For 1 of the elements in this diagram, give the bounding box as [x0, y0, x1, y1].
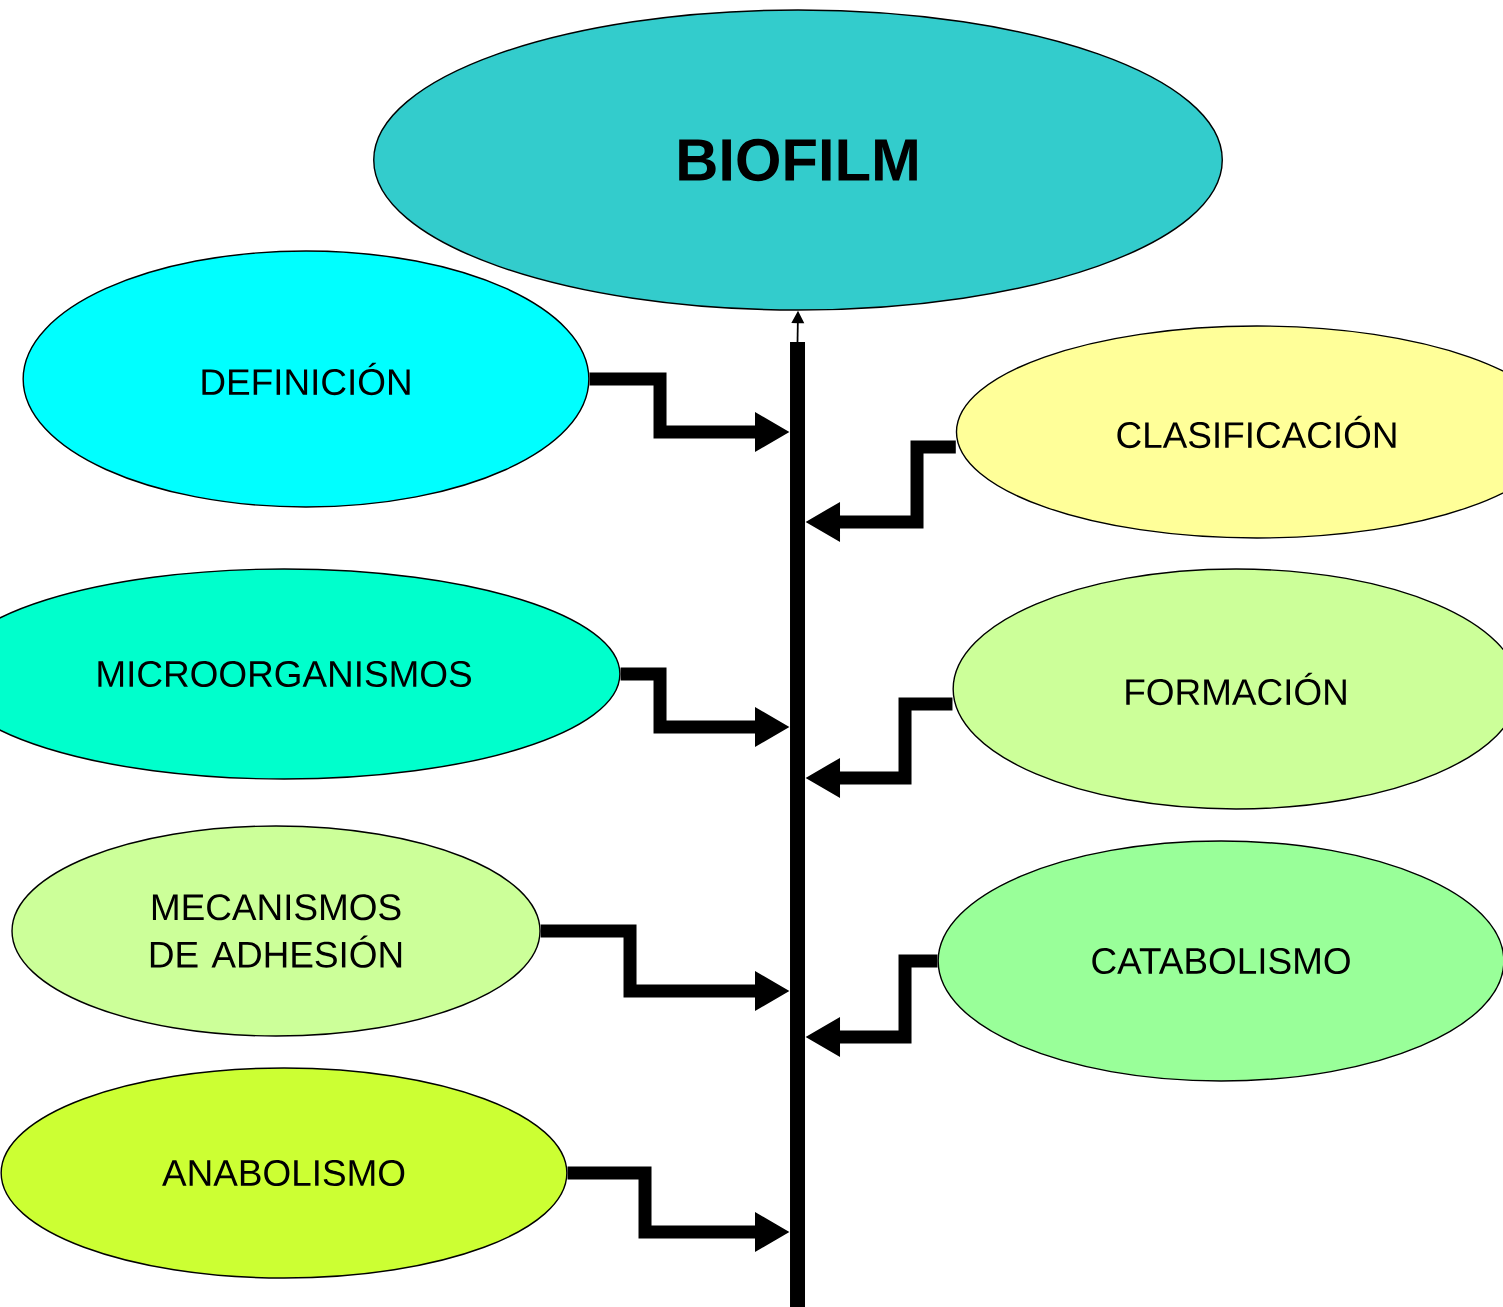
- vertical-bar: [790, 342, 805, 1307]
